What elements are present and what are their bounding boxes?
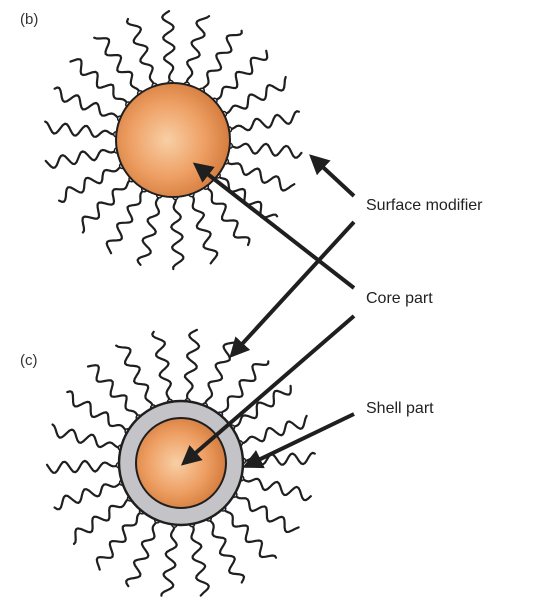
surface-modifier-chain xyxy=(226,161,294,190)
surface-modifier-chain xyxy=(162,11,174,83)
surface-modifier-chain xyxy=(107,189,145,253)
surface-modifier-chain xyxy=(229,111,299,130)
surface-modifier-chain xyxy=(209,518,244,582)
surface-modifier-chain xyxy=(202,31,242,91)
panel-label-b: (b) xyxy=(20,11,38,28)
surface-modifier-chain xyxy=(46,150,117,168)
arrow-shell-part-to-c xyxy=(246,414,354,466)
particle-b xyxy=(45,11,301,269)
surface-modifier-chain xyxy=(47,461,119,473)
surface-modifier-chain xyxy=(185,330,199,402)
surface-modifier-chain xyxy=(187,16,209,85)
surface-modifier-chain xyxy=(53,425,121,448)
surface-modifier-chain xyxy=(67,391,127,431)
surface-modifier-chain xyxy=(83,179,132,232)
arrow-core-part-to-b xyxy=(196,165,354,288)
surface-modifier-chain xyxy=(45,122,116,137)
surface-modifier-chain xyxy=(161,525,176,596)
core-c xyxy=(136,418,226,508)
label-surface-modifier: Surface modifier xyxy=(366,197,483,214)
surface-modifier-chain xyxy=(191,194,217,263)
surface-modifier-chain xyxy=(171,197,183,269)
surface-modifier-chain xyxy=(220,361,268,414)
surface-modifier-chain xyxy=(126,520,157,586)
label-core-part: Core part xyxy=(366,290,433,307)
surface-modifier-chain xyxy=(223,508,276,557)
surface-modifier-chain xyxy=(55,88,121,119)
arrow-surface-modifier-to-b xyxy=(312,157,354,196)
surface-modifier-chain xyxy=(241,478,311,500)
surface-modifier-chain xyxy=(116,346,153,408)
surface-modifier-chain xyxy=(206,187,250,245)
label-shell-part: Shell part xyxy=(366,400,434,417)
panel-label-c: (c) xyxy=(20,352,38,369)
surface-modifier-chain xyxy=(192,524,209,596)
particle-c xyxy=(47,330,315,596)
surface-modifier-chain xyxy=(74,498,130,544)
surface-modifier-chain xyxy=(88,365,139,417)
surface-modifier-chain xyxy=(138,195,160,264)
surface-modifier-chain xyxy=(224,77,286,114)
surface-modifier-chain xyxy=(214,51,267,101)
surface-modifier-chain xyxy=(94,38,140,94)
surface-modifier-chain xyxy=(230,144,302,158)
surface-modifier-chain xyxy=(152,332,171,402)
surface-modifier-chain xyxy=(240,416,307,444)
surface-modifier-chain xyxy=(232,386,291,428)
